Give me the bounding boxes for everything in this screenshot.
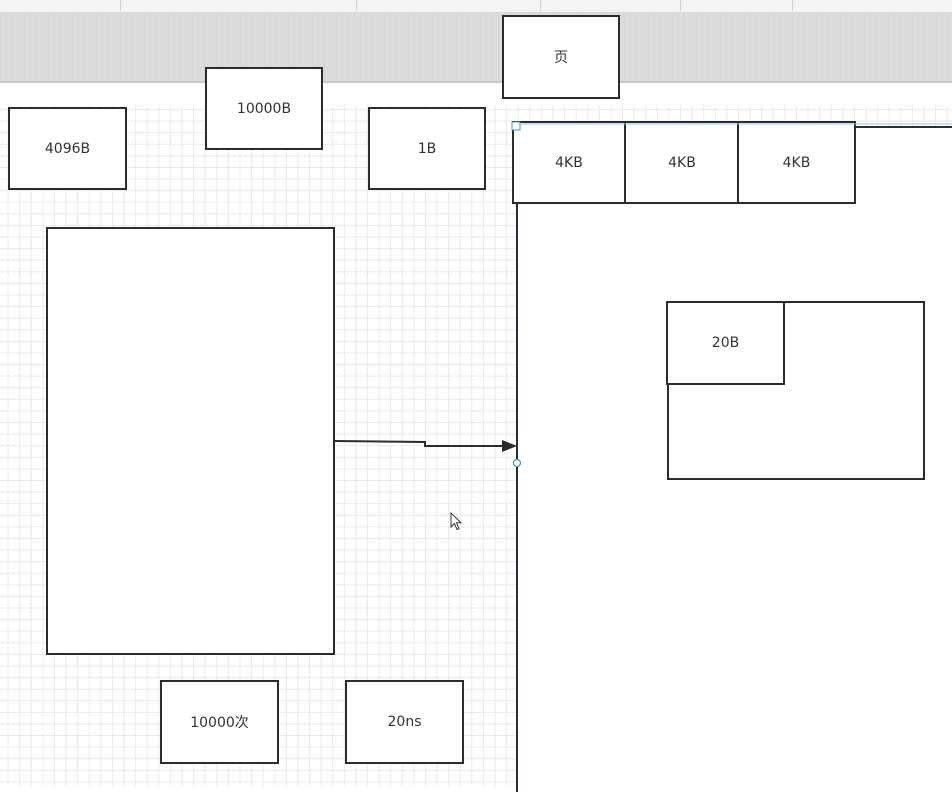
count-box[interactable]: 10000次: [160, 680, 279, 764]
latency-box[interactable]: 20ns: [345, 680, 464, 764]
size-4096b-box[interactable]: 4096B: [8, 107, 127, 190]
connection-handle-icon[interactable]: [512, 458, 522, 468]
memory-block[interactable]: [46, 227, 335, 655]
top-toolbar: [0, 0, 952, 13]
tab-separator: [540, 0, 541, 11]
resize-handle-icon[interactable]: [511, 121, 521, 131]
tab-separator: [680, 0, 681, 11]
connector-line: [334, 440, 503, 447]
arrowhead-icon: [502, 440, 517, 452]
ruler-strip: [0, 13, 952, 83]
mouse-cursor-icon: [450, 512, 463, 531]
page-cell-2[interactable]: 4KB: [624, 121, 740, 204]
tab-separator: [356, 0, 357, 11]
tab-separator: [792, 0, 793, 11]
tab-separator: [120, 0, 121, 11]
